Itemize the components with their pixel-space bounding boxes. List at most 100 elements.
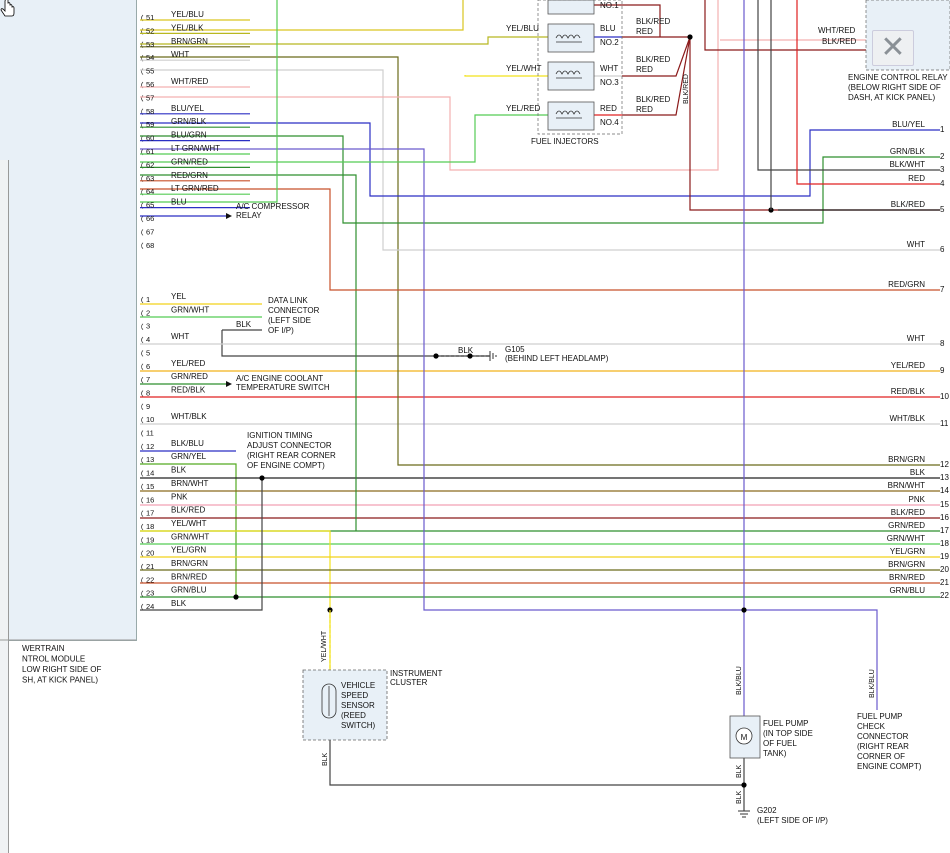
fuel-injector-2 xyxy=(547,23,595,53)
wire-grn-blk-59 xyxy=(140,135,940,224)
g105-label: G105 xyxy=(505,345,525,354)
pcm-pin-wire-label: BRN/RED xyxy=(171,572,207,581)
wire-blk-24 xyxy=(140,478,263,611)
pcm-pin-wire-label: WHT/BLK xyxy=(171,412,207,421)
pcm-pin-connector-icon xyxy=(141,550,144,557)
right-pin-number: 5 xyxy=(940,205,945,214)
fp-check-label: CONNECTOR xyxy=(857,732,909,741)
splice-dot xyxy=(433,353,439,359)
data-link-label: DATA LINK xyxy=(268,296,308,305)
right-pin-number: 17 xyxy=(940,526,949,535)
fp-check-label: CHECK xyxy=(857,722,886,731)
right-pin-number: 19 xyxy=(940,552,949,561)
right-wire-label: RED/BLK xyxy=(891,387,926,396)
pcm-pin-number: 9 xyxy=(146,402,150,411)
vss-blk-label: BLK xyxy=(322,752,329,766)
fuel-pump-blk-label: BLK xyxy=(736,764,743,778)
pcm-pin-number: 53 xyxy=(146,40,154,49)
pcm-pin-number: 5 xyxy=(146,348,150,357)
right-pin-number: 3 xyxy=(940,165,945,174)
wire-yel-blu-51 xyxy=(140,0,464,31)
pcm-pin-number: 57 xyxy=(146,93,154,102)
pcm-pin-connector-icon xyxy=(141,470,144,477)
ecr-blk-red-label: BLK/RED xyxy=(822,37,856,46)
pcm-pin-number: 62 xyxy=(146,160,154,169)
right-wire-label: WHT/BLK xyxy=(889,414,925,423)
pcm-pin-wire-label: LT GRN/WHT xyxy=(171,144,220,153)
pcm-pin-wire-label: YEL/WHT xyxy=(171,519,207,528)
injector-out-label: RED xyxy=(600,104,617,113)
right-pin-number: 9 xyxy=(940,366,945,375)
hand-pointer-icon xyxy=(0,0,15,17)
splice-dot xyxy=(687,34,693,40)
pcm-pin-number: 11 xyxy=(146,429,154,438)
pcm-pin-wire-label: BLU xyxy=(171,198,187,207)
pcm-pin-connector-icon xyxy=(141,510,144,517)
pcm-pin-connector-icon xyxy=(141,390,144,397)
pcm-pin-number: 19 xyxy=(146,535,154,544)
right-pin-number: 21 xyxy=(940,578,949,587)
fp-check-label: FUEL PUMP xyxy=(857,712,903,721)
fuel-pump-label: OF FUEL xyxy=(763,739,797,748)
injector-wire-label: YEL/RED xyxy=(506,104,540,113)
vss-label: SENSOR xyxy=(341,701,375,710)
injector-blk-red-label: RED xyxy=(636,105,653,114)
pcm-pin-number: 4 xyxy=(146,335,150,344)
pcm-pin-wire-label: GRN/WHT xyxy=(171,305,209,314)
wire-red-grn-63 xyxy=(140,188,940,291)
wire-vss-gnd xyxy=(329,740,744,786)
close-button[interactable]: ✕ xyxy=(872,30,914,66)
splice-dot xyxy=(741,607,747,613)
pcm-pin-wire-label: RED/GRN xyxy=(171,171,208,180)
pcm-pin-wire-label: WHT xyxy=(171,332,189,341)
pcm-pin-number: 12 xyxy=(146,442,154,451)
right-pin-number: 15 xyxy=(940,500,949,509)
right-pin-number: 14 xyxy=(940,486,949,495)
pcm-pin-number: 10 xyxy=(146,415,154,424)
injector-out-label: BLU xyxy=(600,24,616,33)
pcm-pin-wire-label: YEL xyxy=(171,292,187,301)
fuel-pump-blk-label: BLK xyxy=(736,790,743,804)
injector-blk-red-label: BLK/RED xyxy=(636,55,670,64)
pcm-pin-number: 55 xyxy=(146,67,154,76)
injector-out-label: WHT xyxy=(600,64,618,73)
data-link-blk-label: BLK xyxy=(236,320,252,329)
pcm-title-label: SH, AT KICK PANEL) xyxy=(22,676,98,685)
pcm-pin-number: 14 xyxy=(146,469,154,478)
right-pin-number: 20 xyxy=(940,565,949,574)
pcm-pin-wire-label: GRN/BLK xyxy=(171,117,207,126)
data-link-label: OF I/P) xyxy=(268,326,294,335)
vss-yel-wht-label: YEL/WHT xyxy=(321,630,328,662)
wire-blk-g105 xyxy=(221,330,490,357)
right-pin-number: 1 xyxy=(940,125,945,134)
injector-no-label: NO.1 xyxy=(600,1,619,10)
right-wire-label: YEL/RED xyxy=(891,361,925,370)
splice-dot xyxy=(741,782,747,788)
wire-yel-blk xyxy=(140,36,548,45)
pcm-pin-number: 58 xyxy=(146,107,154,116)
pcm-pin-connector-icon xyxy=(141,68,144,75)
ecr-label: ENGINE CONTROL RELAY xyxy=(848,73,948,82)
right-pin-number: 8 xyxy=(940,339,945,348)
instrument-cluster-label: INSTRUMENT xyxy=(390,669,443,678)
right-wire-label: BRN/GRN xyxy=(888,560,925,569)
pcm-pin-connector-icon xyxy=(141,229,144,236)
fuel-pump-wire-label: BLK/BLU xyxy=(736,666,743,695)
injector-blk-red-label: RED xyxy=(636,27,653,36)
pcm-pin-wire-label: GRN/YEL xyxy=(171,452,207,461)
ground-g105-icon xyxy=(489,351,497,361)
wire-inj-blk-red xyxy=(622,36,691,116)
pcm-pin-connector-icon xyxy=(141,323,144,330)
right-wire-label: BRN/WHT xyxy=(888,481,925,490)
ignition-timing-label: (RIGHT REAR CORNER xyxy=(247,451,336,460)
fp-check-label: ENGINE COMPT) xyxy=(857,762,922,771)
pcm-pin-number: 66 xyxy=(146,214,154,223)
fp-check-label: CORNER OF xyxy=(857,752,905,761)
fuel-pump-label: FUEL PUMP xyxy=(763,719,809,728)
injector-no-label: NO.3 xyxy=(600,78,619,87)
pcm-pin-connector-icon xyxy=(141,376,144,384)
wire-ltgrn-wht xyxy=(140,114,548,163)
vss-label: VEHICLE xyxy=(341,681,375,690)
right-wire-label: BRN/RED xyxy=(889,573,925,582)
